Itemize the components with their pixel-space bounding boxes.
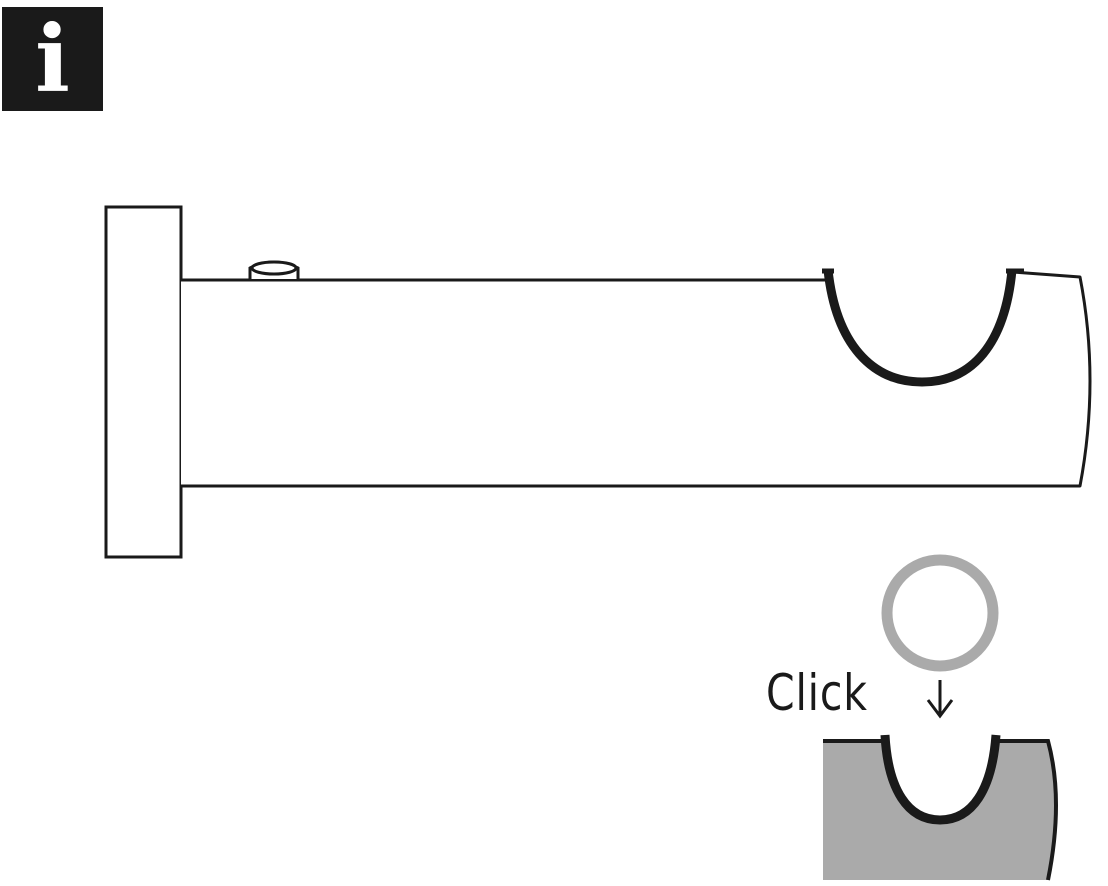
down-arrow-icon xyxy=(926,680,954,719)
set-screw xyxy=(248,260,300,279)
bracket-cradle xyxy=(823,269,1017,387)
cutaway-cradle xyxy=(880,734,1001,825)
info-icon: i xyxy=(2,7,103,111)
click-label: Click xyxy=(766,664,868,722)
wall-plate xyxy=(104,205,183,559)
pole-ring xyxy=(881,554,999,672)
cutaway-bracket xyxy=(823,741,1056,880)
